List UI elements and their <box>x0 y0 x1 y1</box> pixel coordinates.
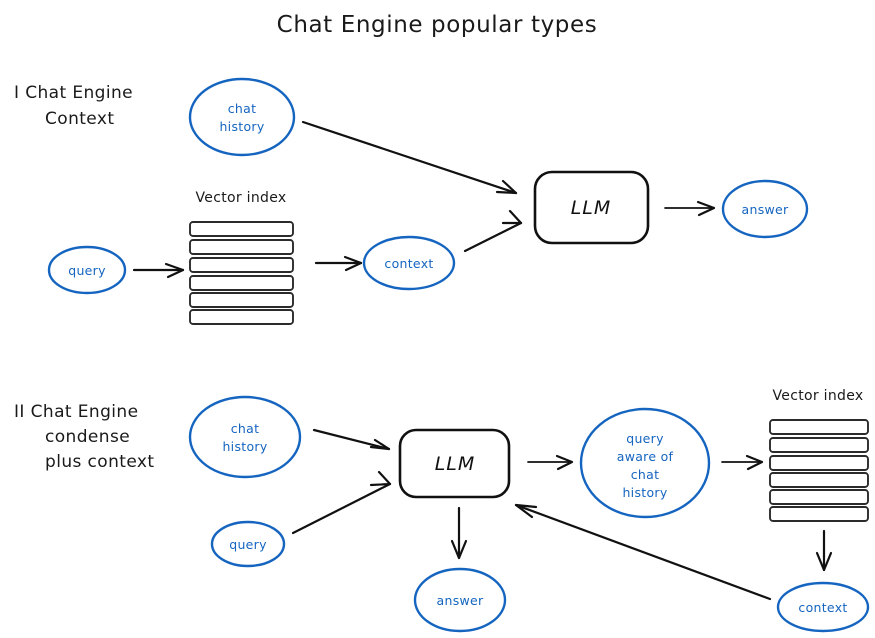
query-aware-ellipse <box>579 407 711 519</box>
node-answer-1[interactable]: answer <box>721 179 809 239</box>
index-bar <box>769 506 869 522</box>
edge-llm-to-answer-1 <box>664 200 716 217</box>
vector-index-caption-2: Vector index <box>773 388 864 404</box>
index-bar <box>189 292 294 308</box>
query-ellipse-2 <box>210 520 286 568</box>
index-bar <box>769 437 869 453</box>
answer-ellipse-1 <box>721 179 809 239</box>
node-query-2[interactable]: query <box>210 520 286 568</box>
edge-query-to-index-1 <box>132 262 185 279</box>
edge-chat-history-to-llm-2 <box>312 428 391 451</box>
llm-box-1 <box>533 170 650 245</box>
section-two-label-line3: plus context <box>45 452 154 472</box>
context-ellipse-2 <box>776 581 870 633</box>
edge-llm-to-query-aware-2 <box>527 454 574 471</box>
query-ellipse-1 <box>47 245 127 295</box>
context-label-2: context <box>798 600 847 615</box>
edge-query-aware-to-index-2 <box>721 454 764 471</box>
index-bar <box>769 455 869 471</box>
node-llm-2[interactable]: LLM <box>398 428 511 499</box>
query-aware-label-line2: aware of <box>617 449 674 464</box>
chat-history-label-line2-1: history <box>219 119 264 134</box>
section-one-label-line1: I Chat Engine <box>14 83 133 103</box>
index-bar <box>189 239 294 255</box>
vector-index-1: Vector index <box>189 190 294 325</box>
llm-box-2 <box>398 428 511 499</box>
index-bar <box>189 257 294 273</box>
node-chat-history-1[interactable]: chat history <box>188 77 296 157</box>
index-bar <box>189 309 294 325</box>
edge-llm-to-answer-2 <box>450 506 468 560</box>
vector-index-2: Vector index <box>769 388 869 522</box>
chat-history-ellipse-2 <box>188 395 302 479</box>
answer-label-2: answer <box>437 593 485 608</box>
query-aware-label-line4: history <box>622 485 667 500</box>
section-one-label-line2: Context <box>45 109 114 129</box>
context-label-1: context <box>384 256 433 271</box>
node-answer-2[interactable]: answer <box>413 567 507 633</box>
chat-history-ellipse-1 <box>188 77 296 157</box>
answer-label-1: answer <box>742 202 790 217</box>
node-context-2[interactable]: context <box>776 581 870 633</box>
edge-chat-history-to-llm-1 <box>301 120 518 195</box>
edge-index-to-context-1 <box>314 255 363 272</box>
node-context-1[interactable]: context <box>362 235 456 291</box>
chat-history-label-line1-2: chat <box>231 421 260 436</box>
node-query-1[interactable]: query <box>47 245 127 295</box>
section-one: I Chat Engine Context chat history query… <box>14 77 809 325</box>
query-aware-label-line1: query <box>626 431 664 446</box>
section-two: II Chat Engine condense plus context cha… <box>14 388 870 633</box>
node-query-aware-of-chat-history[interactable]: query aware of chat history <box>579 407 711 519</box>
query-label-2: query <box>229 537 267 552</box>
query-aware-label-line3: chat <box>631 467 660 482</box>
vector-index-caption-1: Vector index <box>196 190 287 206</box>
node-llm-1[interactable]: LLM <box>533 170 650 245</box>
edge-context-to-llm-1 <box>463 209 523 253</box>
page-title: Chat Engine popular types <box>277 12 598 38</box>
index-bar <box>769 419 869 435</box>
query-label-1: query <box>68 263 106 278</box>
index-bar <box>189 221 294 237</box>
edge-context-to-llm-2 <box>514 503 772 601</box>
edge-index-to-context-2 <box>815 529 833 572</box>
section-two-label-line1: II Chat Engine <box>14 402 138 422</box>
context-ellipse-1 <box>362 235 456 291</box>
chat-history-label-line1-1: chat <box>228 101 257 116</box>
answer-ellipse-2 <box>413 567 507 633</box>
index-bar <box>189 275 294 291</box>
node-chat-history-2[interactable]: chat history <box>188 395 302 479</box>
edge-query-to-llm-2 <box>291 470 392 535</box>
llm-label-1: LLM <box>571 197 612 219</box>
llm-label-2: LLM <box>435 453 476 475</box>
index-bar <box>769 472 869 488</box>
chat-history-label-line2-2: history <box>222 439 267 454</box>
index-bar <box>769 489 869 505</box>
section-two-label-line2: condense <box>45 427 130 447</box>
